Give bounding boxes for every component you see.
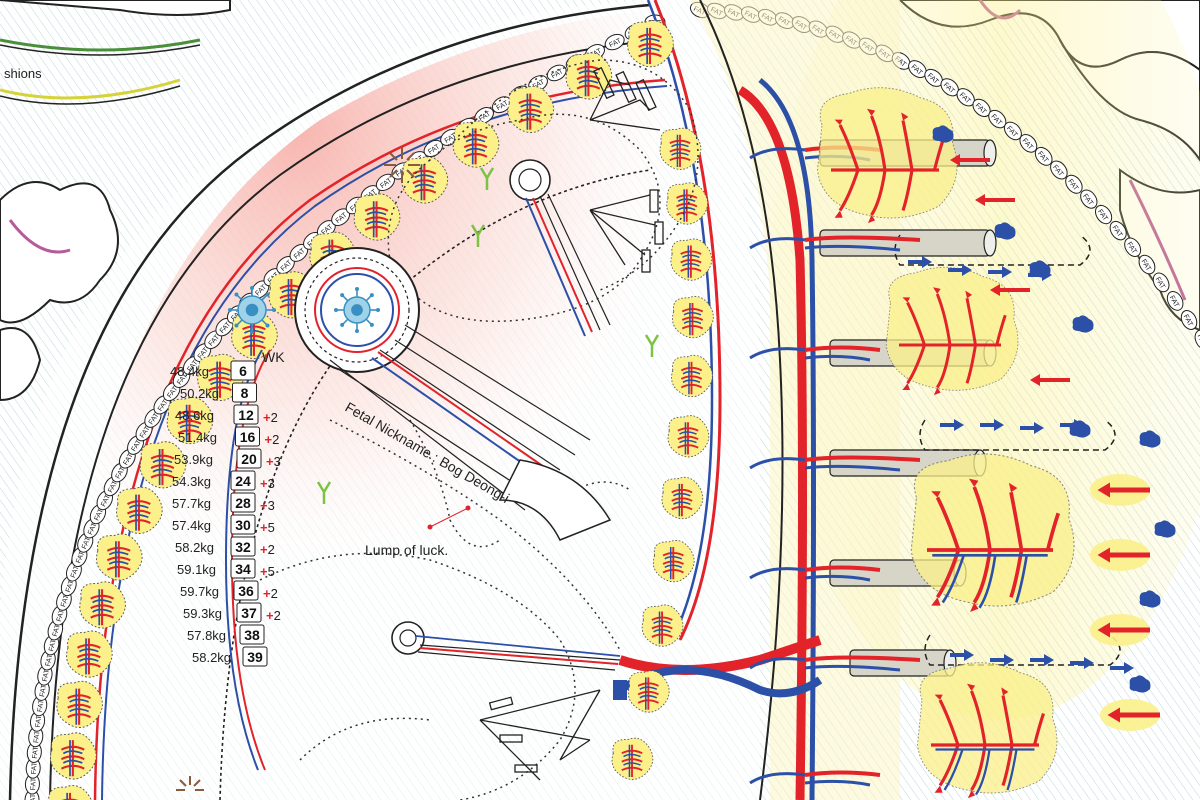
legend-delta: +2 (263, 410, 278, 425)
legend-delta: +2 (260, 542, 275, 557)
legend-weight: 51.4kg (178, 430, 217, 445)
legend-delta: +5 (260, 564, 275, 579)
legend-weight: 59.7kg (180, 584, 219, 599)
legend-weight: 57.8kg (187, 628, 226, 643)
legend-row: 58.2kg 39 (192, 647, 267, 666)
legend-week: 39 (247, 649, 263, 665)
legend-weight: 57.7kg (172, 496, 211, 511)
legend-week: 6 (239, 363, 247, 379)
legend-weight: 59.3kg (183, 606, 222, 621)
legend-delta: +2 (266, 608, 281, 623)
legend-week: 34 (235, 561, 251, 577)
legend-week: 38 (244, 627, 260, 643)
legend-weight: 58.2kg (192, 650, 231, 665)
legend-week: 28 (235, 495, 251, 511)
legend-row: 50.2kg 8 (180, 383, 257, 402)
legend-weight: 50.2kg (180, 386, 219, 401)
legend-week: 30 (235, 517, 251, 533)
legend-row: 57.8kg 38 (187, 625, 264, 644)
legend-weight: 59.1kg (177, 562, 216, 577)
immune-cell-icon (334, 287, 380, 333)
legend-week: 8 (241, 385, 249, 401)
legend-weight: 57.4kg (172, 518, 211, 533)
legend-weight: 53.9kg (174, 452, 213, 467)
legend-delta: +3 (260, 498, 275, 513)
legend-week: 37 (241, 605, 257, 621)
villus-tube-end (984, 230, 996, 256)
fat-label: FAT (33, 730, 41, 744)
villus-tree (911, 454, 1074, 612)
fat-label: FAT (31, 761, 39, 774)
legend-delta: +3 (266, 454, 281, 469)
legend-delta: +2 (263, 586, 278, 601)
immune-cell-icon (228, 286, 276, 334)
legend-week: 20 (241, 451, 257, 467)
legend-header: WK (262, 349, 285, 365)
villus-tree (918, 663, 1058, 798)
legend-weight: 58.2kg (175, 540, 214, 555)
legend-week: 24 (235, 473, 251, 489)
fat-label: FAT (30, 777, 38, 790)
legend-week: 36 (238, 583, 254, 599)
legend-weight: 48.4kg (170, 364, 209, 379)
lump-of-luck-label: Lump of luck. (365, 542, 448, 558)
legend-delta: +2 (265, 432, 280, 447)
legend-week: 12 (238, 407, 254, 423)
fat-label: FAT (32, 745, 40, 759)
legend-weight: 54.3kg (172, 474, 211, 489)
legend-week: 16 (240, 429, 256, 445)
villus-tube-end (984, 140, 996, 166)
legend-weight: 48.6kg (175, 408, 214, 423)
villus-tree (818, 88, 958, 223)
legend-delta: +5 (260, 520, 275, 535)
villus-tube (820, 230, 990, 256)
legend-week: 32 (235, 539, 251, 555)
cushions-label: shions (4, 66, 42, 81)
legend-delta: +3 (260, 476, 275, 491)
